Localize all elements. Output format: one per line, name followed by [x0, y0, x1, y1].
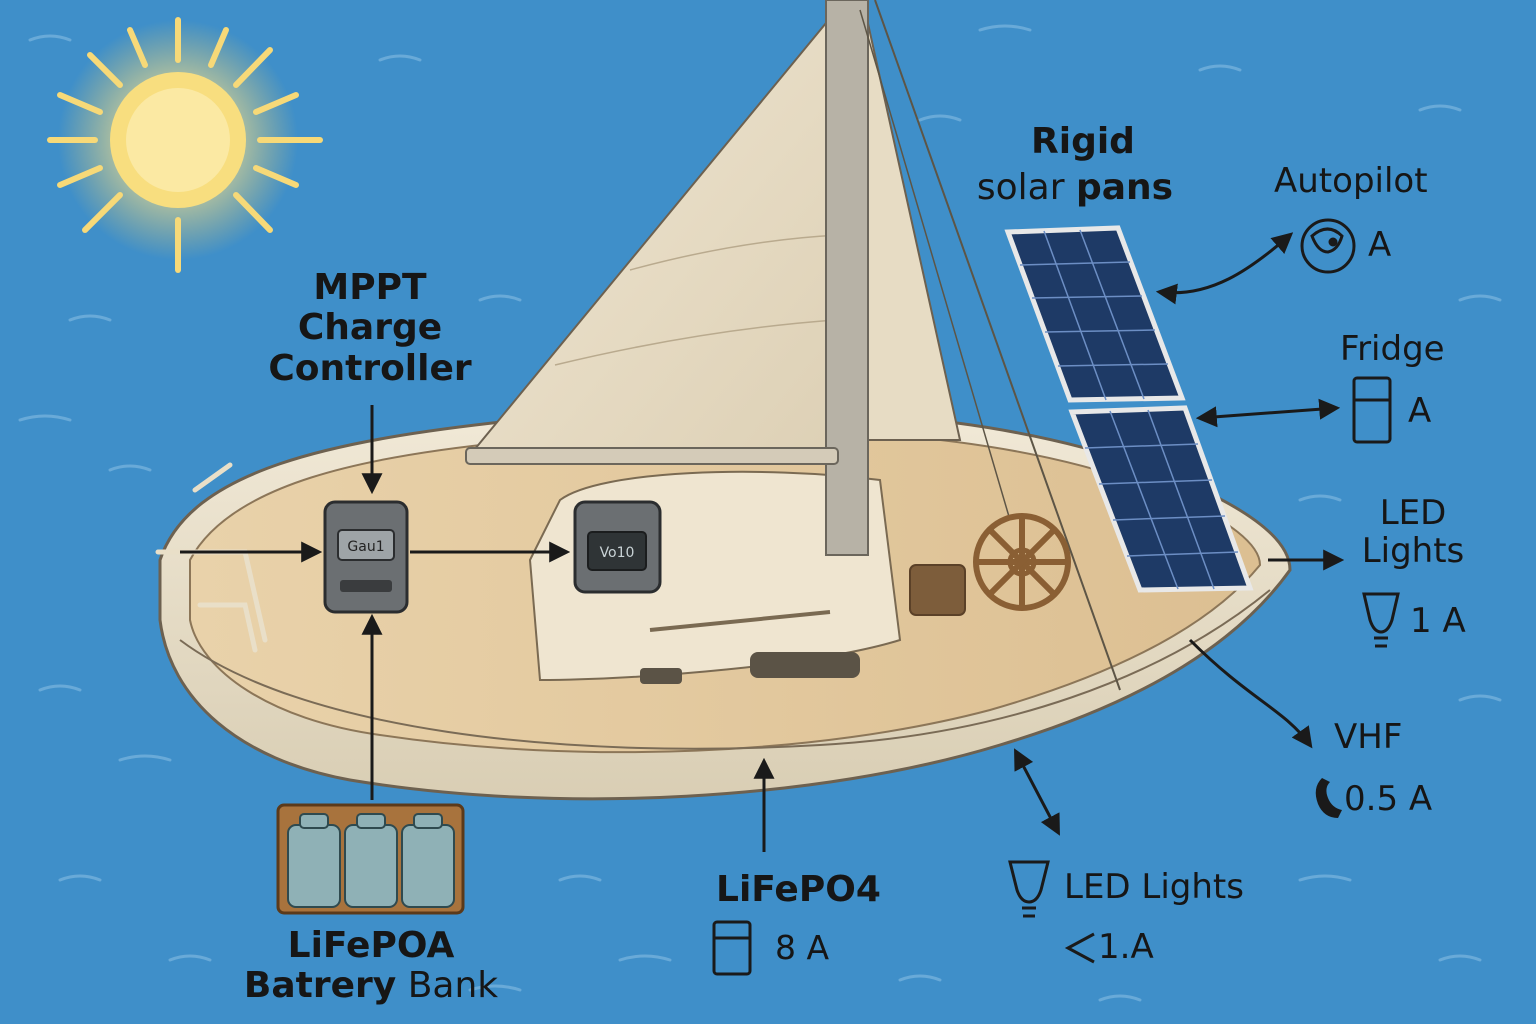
- solar-subtitle-a: solar: [976, 167, 1065, 208]
- led-lights-right-line-2: Lights: [1361, 531, 1465, 572]
- lifepo4-value: 8 A: [775, 928, 830, 967]
- led-lights-right-line-1: LED: [1379, 493, 1447, 533]
- autopilot-value: A: [1368, 225, 1392, 265]
- mppt-label-line-3: Controller: [268, 347, 472, 389]
- sun-icon: [47, 17, 323, 273]
- mppt-label-line-2: Charge: [297, 307, 443, 349]
- solar-panel-lower: [1068, 405, 1254, 593]
- battery-icon: [712, 920, 752, 976]
- vhf-value: 0.5 A: [1344, 779, 1433, 819]
- solar-title: Rigid: [1031, 121, 1135, 162]
- mppt-controller-device: Gau1: [323, 500, 409, 614]
- battery-bank-label: LiFePOA Batrery Bank: [236, 925, 506, 1007]
- wave-strokes: [18, 24, 1502, 1002]
- battery-bank-device: [276, 803, 465, 915]
- sails-and-mast: [465, 0, 1121, 691]
- led-bulb-icon-bottom: [1008, 860, 1050, 918]
- less-than-arrow-icon: [1064, 932, 1095, 964]
- autopilot-label: Autopilot: [1274, 161, 1428, 201]
- solar-subtitle-b: pans: [1075, 167, 1174, 208]
- fridge-value: A: [1408, 391, 1432, 431]
- steering-wheel: [973, 513, 1071, 611]
- led-bulb-icon: [1362, 592, 1400, 648]
- secondary-controller-device: Vo10: [573, 500, 662, 594]
- led-lights-bottom-value: 1.A: [1098, 927, 1154, 967]
- led-lights-right-label: LED Lights: [1348, 494, 1478, 570]
- battery-bank-label-line-3: Bank: [407, 965, 499, 1007]
- lifepo4-label: LiFePO4: [716, 869, 881, 910]
- mppt-display-text: Gau1: [347, 539, 384, 555]
- vhf-label: VHF: [1334, 717, 1403, 757]
- battery-bank-label-line-1: LiFePOA: [287, 925, 455, 966]
- fridge-icon: [1352, 376, 1392, 444]
- fridge-label: Fridge: [1340, 329, 1445, 369]
- phone-handset-icon: [1315, 778, 1342, 818]
- solar-panel-upper: [1004, 225, 1186, 403]
- secondary-display-text: Vo10: [600, 545, 635, 561]
- solar-subtitle: solar pans: [960, 167, 1190, 208]
- led-lights-bottom-label: LED Lights: [1064, 867, 1244, 907]
- battery-bank-label-line-2: Batrery: [243, 965, 397, 1007]
- led-lights-right-value: 1 A: [1410, 601, 1466, 641]
- autopilot-icon: [1300, 218, 1356, 274]
- mppt-label: MPPT Charge Controller: [252, 267, 488, 389]
- mppt-label-line-1: MPPT: [313, 267, 427, 308]
- connection-arrows: [180, 232, 1345, 852]
